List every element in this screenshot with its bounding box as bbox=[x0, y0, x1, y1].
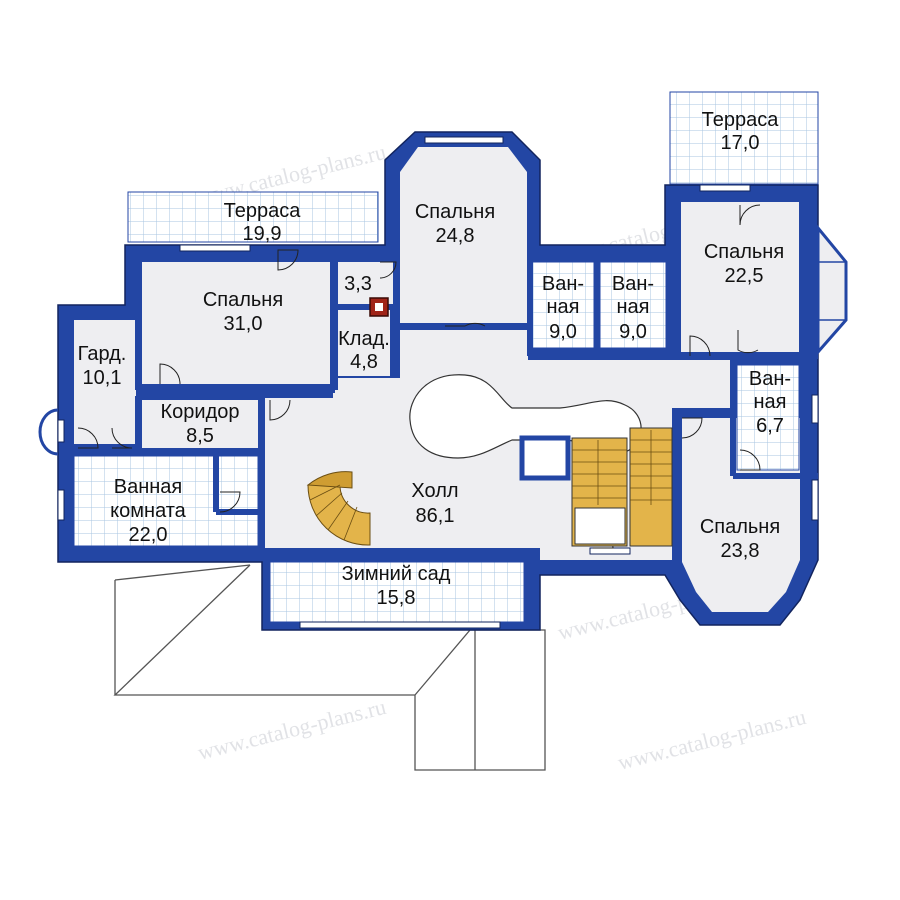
room-area-wardrobe: 10,1 bbox=[83, 367, 122, 389]
watermark-text: www.catalog-plans.ru bbox=[195, 694, 388, 765]
room-area-corridor: 8,5 bbox=[186, 425, 214, 447]
room-area-terrace-left: 19,9 bbox=[243, 223, 282, 245]
room-name-hall: Холл bbox=[411, 480, 458, 502]
room-name-terrace-left: Терраса bbox=[224, 200, 302, 222]
bay-window bbox=[816, 223, 848, 356]
spiral-stair bbox=[306, 471, 371, 546]
round-window bbox=[38, 408, 59, 456]
room-area-bath-a: 9,0 bbox=[549, 321, 577, 343]
shaft bbox=[519, 435, 571, 481]
windows bbox=[57, 136, 819, 629]
room-name-storage: Клад. bbox=[338, 328, 390, 350]
room-area-bedroom-22-5: 22,5 bbox=[725, 265, 764, 287]
room-name-bath-b-line2: ная bbox=[617, 296, 650, 318]
room-name-corridor: Коридор bbox=[161, 401, 240, 423]
room-area-bathroom: 22,0 bbox=[129, 524, 168, 546]
room-name-bathroom-line1: Ванная bbox=[114, 476, 183, 498]
room-name-terrace-right: Терраса bbox=[702, 109, 780, 131]
door-swings bbox=[77, 204, 761, 549]
inner-walls bbox=[62, 190, 818, 565]
room-area-closet-3-3: 3,3 bbox=[344, 273, 372, 295]
straight-stair bbox=[571, 427, 673, 547]
room-name-bedroom-23-8: Спальня bbox=[700, 516, 780, 538]
room-name-bath-c-line1: Ван- bbox=[749, 368, 791, 390]
watermark-text: www.catalog-plans.ru bbox=[615, 704, 808, 775]
room-name-bath-a-line1: Ван- bbox=[542, 273, 584, 295]
room-area-bedroom-24-8: 24,8 bbox=[436, 225, 475, 247]
chimney-flue bbox=[375, 303, 383, 311]
room-name-winter-garden: Зимний сад bbox=[342, 563, 451, 585]
room-area-bath-b: 9,0 bbox=[619, 321, 647, 343]
room-name-bath-b-line1: Ван- bbox=[612, 273, 654, 295]
room-name-bathroom-line2: комната bbox=[110, 500, 187, 522]
room-name-bedroom-31-0: Спальня bbox=[203, 289, 283, 311]
room-area-bath-c: 6,7 bbox=[756, 415, 784, 437]
room-name-bath-c-line2: ная bbox=[754, 391, 787, 413]
room-name-bath-a-line2: ная bbox=[547, 296, 580, 318]
tiled-areas bbox=[73, 91, 819, 623]
room-area-terrace-right: 17,0 bbox=[721, 132, 760, 154]
room-name-bedroom-24-8: Спальня bbox=[415, 201, 495, 223]
room-name-wardrobe: Гард. bbox=[78, 343, 127, 365]
room-area-bedroom-31-0: 31,0 bbox=[224, 313, 263, 335]
room-area-winter-garden: 15,8 bbox=[377, 587, 416, 609]
room-area-storage: 4,8 bbox=[350, 351, 378, 373]
room-labels: Терраса 19,9 Терраса 17,0 Спальня 24,8 С… bbox=[78, 109, 791, 609]
room-name-bedroom-22-5: Спальня bbox=[704, 241, 784, 263]
room-area-hall: 86,1 bbox=[416, 505, 455, 527]
room-area-bedroom-23-8: 23,8 bbox=[721, 540, 760, 562]
